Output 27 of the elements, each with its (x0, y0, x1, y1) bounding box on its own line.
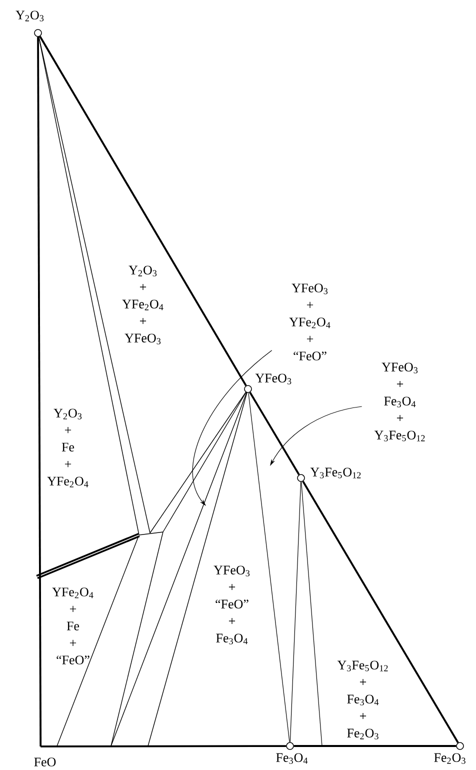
boundary-line (301, 482, 322, 746)
composition-point (456, 742, 464, 750)
composition-point (286, 742, 294, 750)
point-label: YFeO$_{3}$ (255, 374, 292, 384)
point-label: Fe$_{2}$O$_{3}$ (434, 753, 466, 764)
phase-label: YFeO$_{3}$ + YFe$_{2}$O$_{4}$ + “FeO” (289, 284, 330, 360)
boundary-line (40, 745, 286, 748)
boundary-line (249, 392, 300, 476)
boundary-line (37, 36, 42, 746)
phase-label: YFeO$_{3}$ + Fe$_{3}$O$_{4}$ + Y$_{3}$Fe$_{5}$O$_{12}$ (374, 362, 425, 442)
point-label: Y$_{2}$O$_{3}$ (16, 10, 44, 22)
phase-label: Y$_{2}$O$_{3}$ + YFe$_{2}$O$_{4}$ + YFeO$_{3}$ (122, 266, 164, 344)
boundary-line (39, 36, 247, 386)
composition-point (34, 29, 42, 37)
boundary-line (294, 745, 456, 747)
composition-point (244, 385, 252, 393)
phase-label: Y$_{2}$O$_{3}$ + Fe + YFe$_{2}$O$_{4}$ (47, 408, 88, 488)
point-label: Fe$_{3}$O$_{4}$ (276, 753, 308, 764)
point-label: FeO (34, 758, 56, 766)
phase-label: YFe$_{2}$O$_{4}$ + Fe + “FeO” (52, 588, 94, 664)
composition-point (297, 474, 305, 482)
phase-label: Y$_{3}$Fe$_{5}$O$_{12}$ + Fe$_{3}$O$_{4}$ + Fe$_{2}$O$_{3}$ (337, 660, 388, 740)
boundary-line (302, 480, 459, 744)
boundary-line (290, 482, 302, 742)
phase-label: YFeO$_{3}$ + “FeO” + Fe$_{3}$O$_{4}$ (214, 566, 250, 644)
point-label: Y$_{3}$Fe$_{5}$O$_{12}$ (310, 468, 361, 478)
boundary-line (248, 392, 290, 742)
